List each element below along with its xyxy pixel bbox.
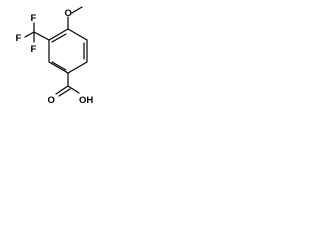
fluorine-top-label: F	[31, 13, 37, 24]
carbonyl-oxygen-label: O	[48, 95, 55, 106]
ring-bond	[48, 61, 69, 74]
carbonyl-double-bond	[58, 88, 71, 97]
structure-canvas: O F F F O OH	[0, 0, 120, 111]
methoxy-oxygen-label: O	[65, 8, 72, 19]
chemical-structure-diagram: O F F F O OH	[16, 6, 93, 106]
ring-bond	[67, 28, 88, 41]
carboxylic-acid-group	[55, 72, 80, 97]
ring-bond	[67, 61, 88, 74]
ring-double-bond	[51, 33, 67, 43]
cf3-left-fluorine-bond	[24, 31, 35, 38]
carbonyl-bond	[55, 85, 69, 95]
hydroxyl-bond	[67, 85, 80, 94]
ring-bond	[48, 28, 69, 41]
hydroxyl-label: OH	[79, 95, 93, 106]
fluorine-left-label: F	[16, 33, 22, 44]
methoxy-carbon-bond	[71, 6, 83, 14]
methoxy-group	[67, 6, 83, 30]
ring-to-cf3-bond	[33, 31, 50, 41]
benzene-ring	[48, 28, 88, 74]
ring-double-bond	[51, 61, 67, 71]
fluorine-bottom-label: F	[31, 44, 37, 55]
trifluoromethyl-group	[24, 22, 50, 43]
